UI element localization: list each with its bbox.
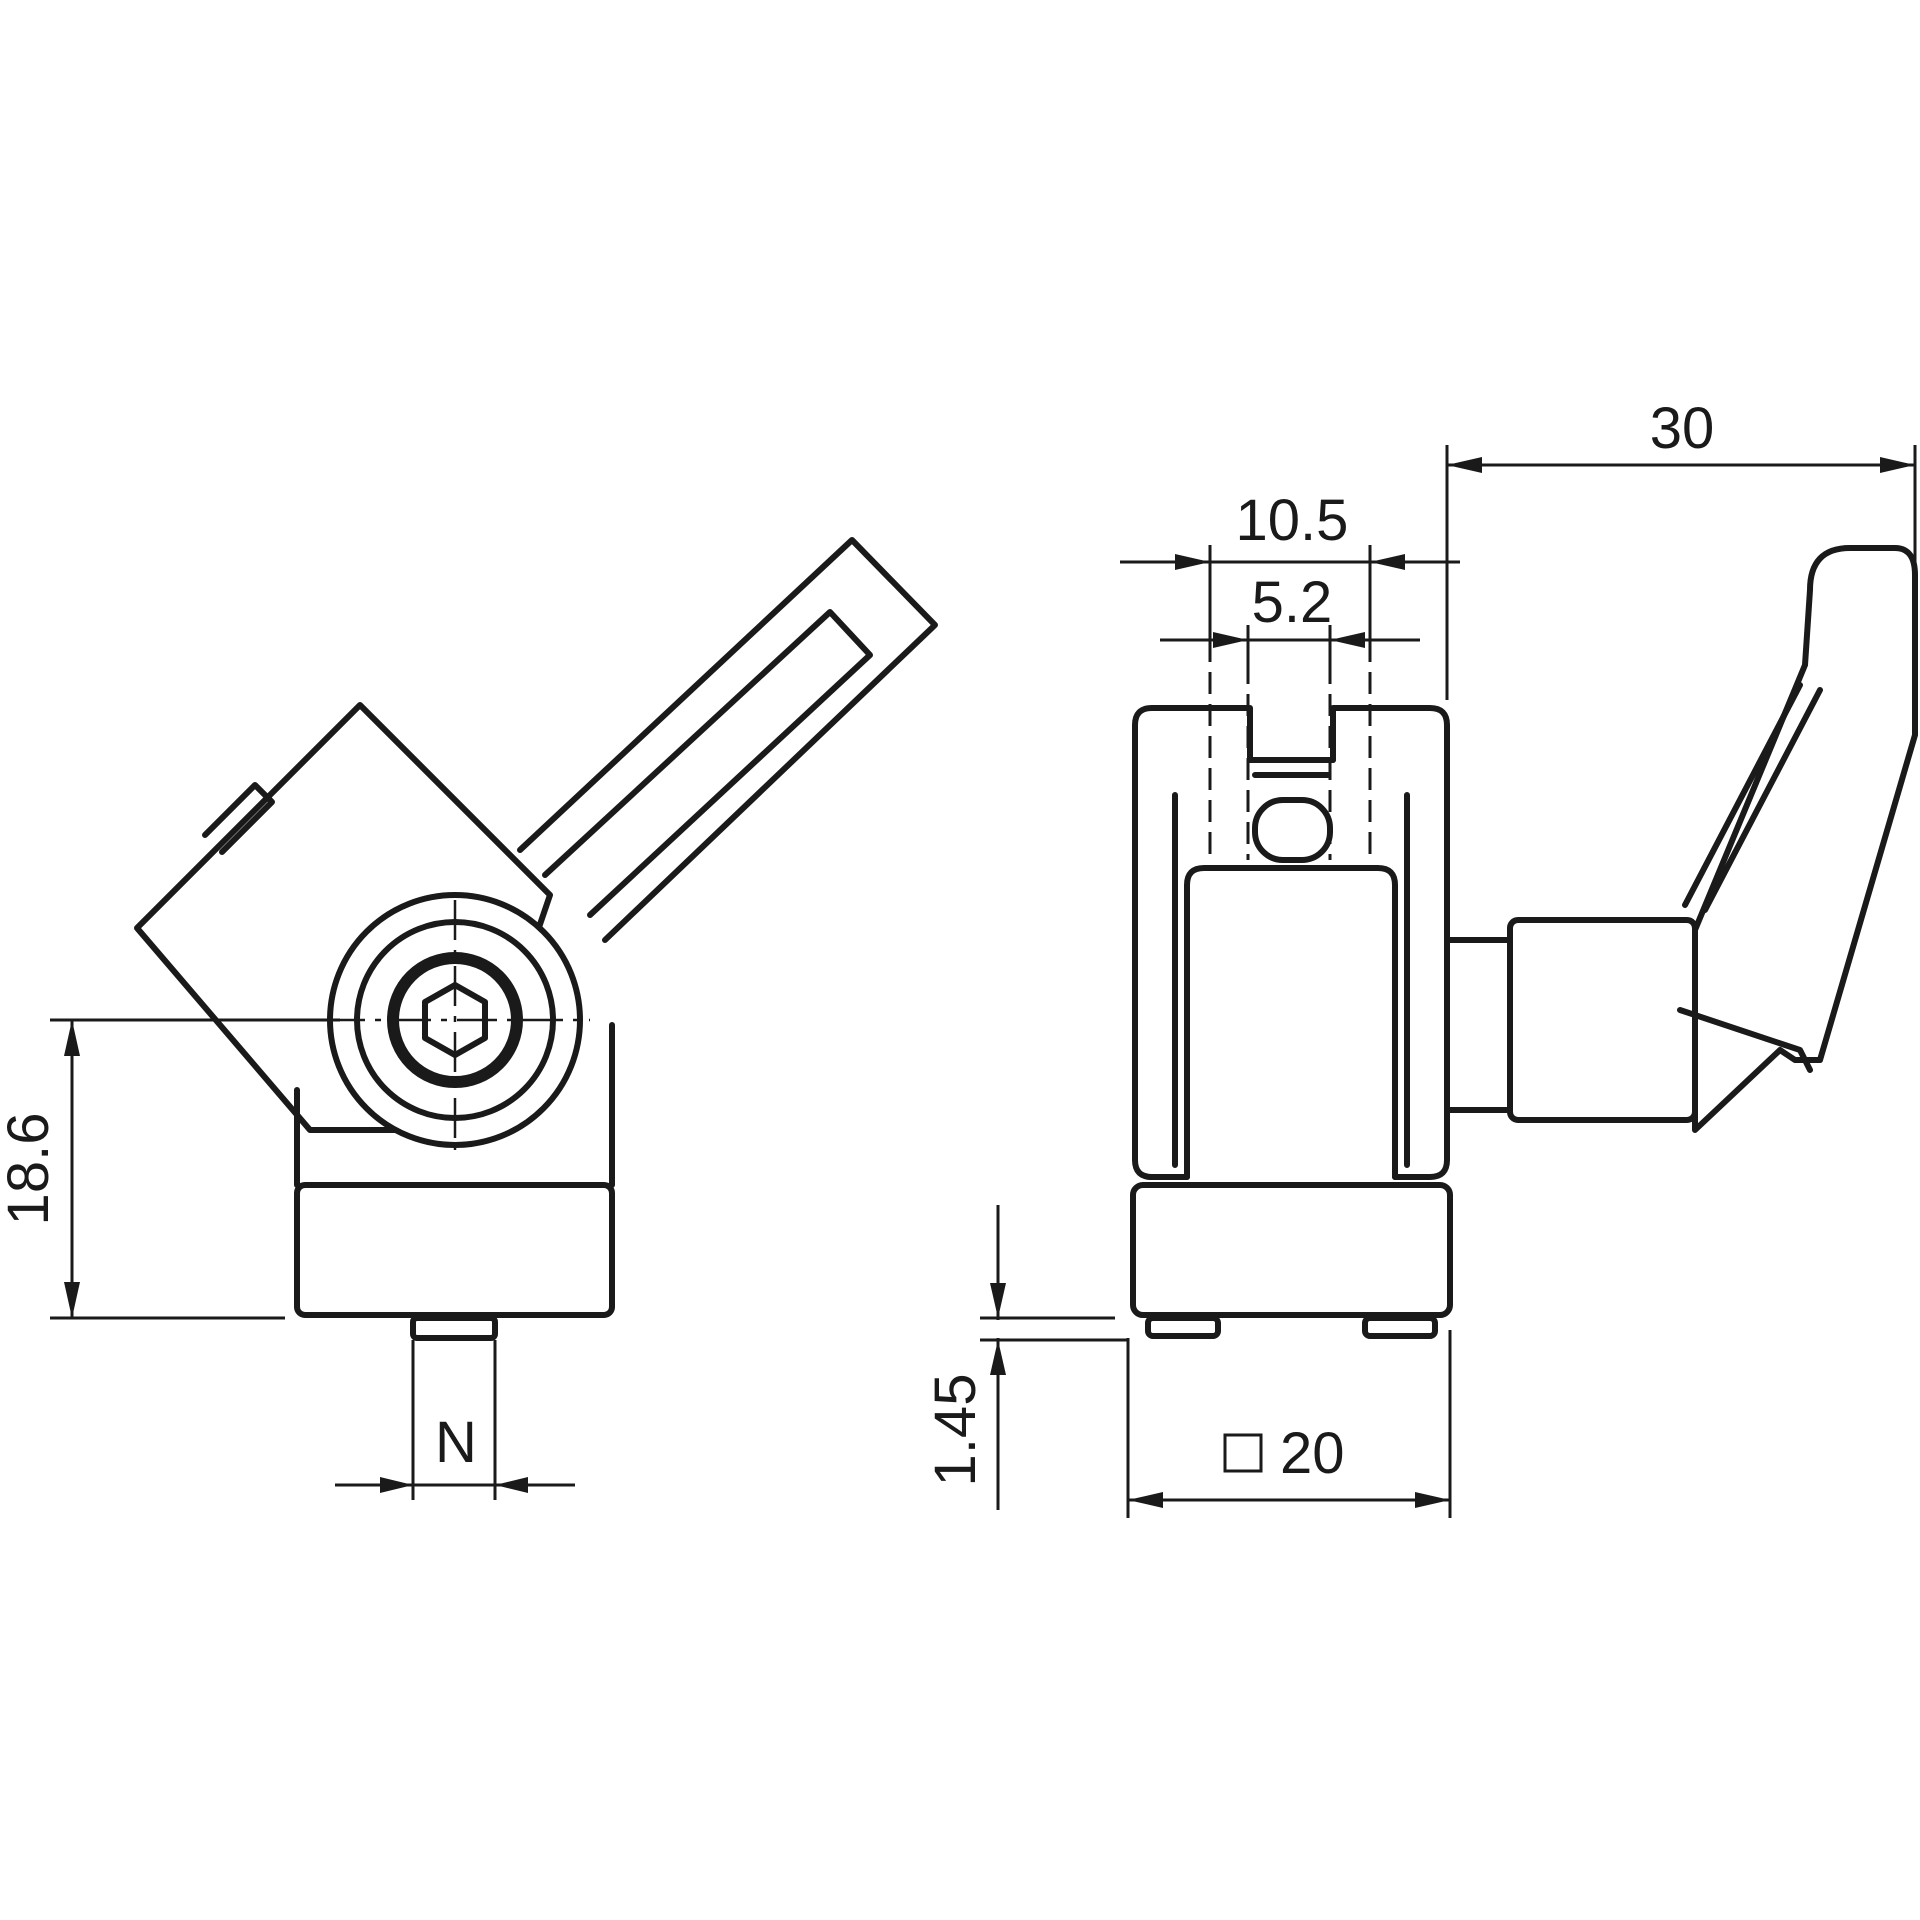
dim-height-lines xyxy=(50,1018,340,1320)
front-foot-right xyxy=(1362,1315,1438,1339)
lever-handle-tip xyxy=(1677,1007,1813,1073)
square-symbol-icon xyxy=(1223,1433,1263,1473)
front-foot-left xyxy=(1145,1315,1221,1339)
side-view: 18.6 N xyxy=(0,537,938,1500)
dim-feature-label: 1.45 xyxy=(923,1374,988,1487)
housing-bump xyxy=(202,782,275,855)
lever-slot xyxy=(542,609,873,918)
nut-tab xyxy=(410,1315,498,1341)
fork-body xyxy=(1132,705,1450,1180)
dim-profile-lines xyxy=(1126,1330,1452,1518)
lever-handle xyxy=(1692,545,1918,1133)
pin-head xyxy=(1252,797,1333,863)
lever-arm xyxy=(517,537,938,943)
dim-reach-label: 30 xyxy=(1650,396,1715,461)
dim-profile-arrows xyxy=(1128,1492,1450,1508)
dim-reach-lines xyxy=(1445,445,1917,700)
dim-feature-lines xyxy=(980,1205,1128,1510)
dim-slot-outer-label: 10.5 xyxy=(1236,488,1349,553)
dim-feature-arrows xyxy=(990,1283,1006,1375)
dim-slot-inner-lines xyxy=(1160,625,1420,680)
dim-nut-lines xyxy=(335,1340,575,1500)
dim-nut-arrows xyxy=(380,1477,528,1493)
dim-nut-label: N xyxy=(435,1410,477,1475)
upright-body xyxy=(294,1022,615,1188)
dim-slot-inner-label: 5.2 xyxy=(1252,570,1333,635)
pin-top xyxy=(1247,757,1336,778)
handle-hub xyxy=(1507,917,1698,1123)
fork-slot xyxy=(1184,865,1398,1180)
hidden-lines-outer xyxy=(1208,640,1372,860)
dim-height-label: 18.6 xyxy=(0,1113,61,1226)
dim-profile-label: 20 xyxy=(1280,1421,1345,1486)
hidden-lines-inner xyxy=(1246,630,1332,860)
dim-slot-inner-arrows xyxy=(1213,632,1365,648)
front-view: 10.5 5.2 30 1.45 20 xyxy=(923,396,1918,1518)
base-block xyxy=(294,1182,615,1318)
axle xyxy=(1447,937,1513,1113)
lever-grip-edge xyxy=(1682,682,1823,913)
pivot-centerlines xyxy=(325,900,590,1150)
fork-inner-edges xyxy=(1172,792,1410,1168)
front-base xyxy=(1130,1182,1453,1318)
dim-height-arrows xyxy=(64,1020,80,1318)
